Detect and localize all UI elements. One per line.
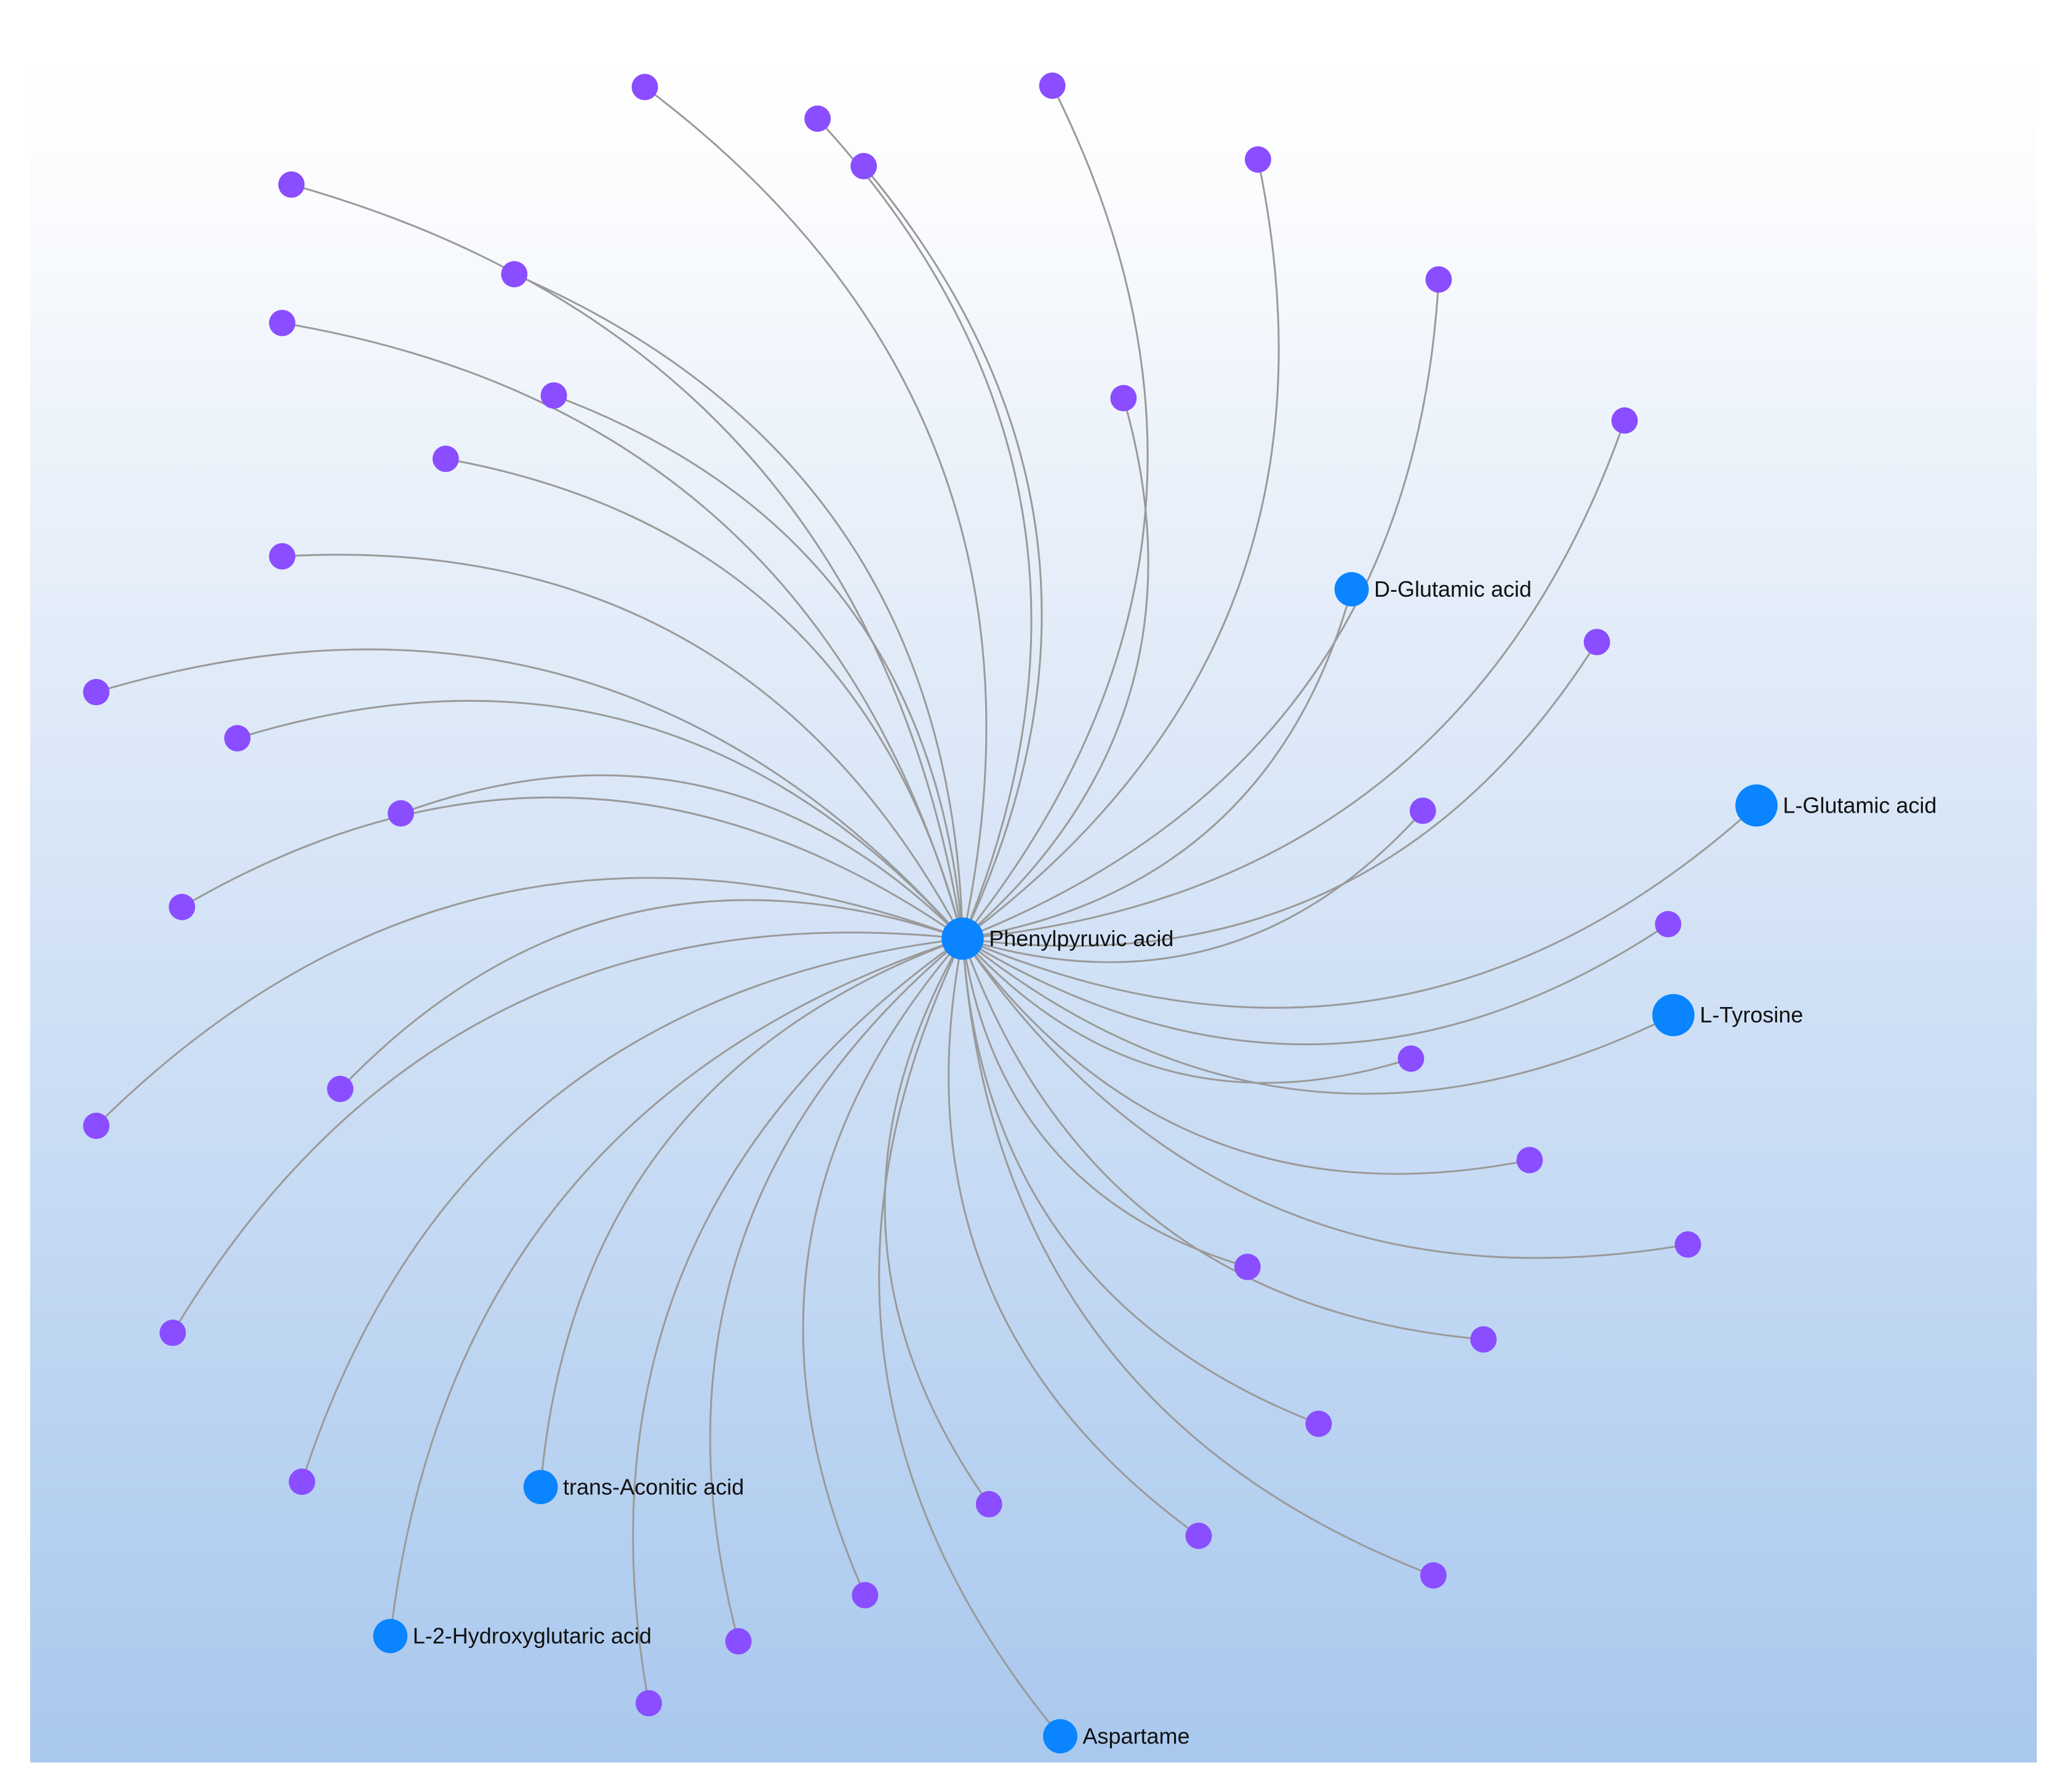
center-node[interactable] <box>941 917 984 960</box>
labeled-node-label-3: trans-Aconitic acid <box>563 1474 744 1499</box>
labeled-node-label-4: L-2-Hydroxyglutaric acid <box>413 1623 652 1648</box>
edge-19 <box>339 899 963 1090</box>
edge-42 <box>878 938 1061 1737</box>
edge-18 <box>962 938 1412 1084</box>
edge-16 <box>181 796 964 940</box>
edge-15 <box>962 810 1424 963</box>
edge-21 <box>961 938 1248 1268</box>
unlabeled-node-35[interactable] <box>1305 1411 1332 1437</box>
unlabeled-node-36[interactable] <box>804 105 831 132</box>
unlabeled-node-10[interactable] <box>1611 407 1638 434</box>
unlabeled-node-11[interactable] <box>269 543 296 570</box>
edge-28 <box>961 938 1434 1577</box>
unlabeled-node-6[interactable] <box>1425 266 1452 293</box>
unlabeled-node-9[interactable] <box>432 445 459 472</box>
labeled-node-1[interactable] <box>1735 784 1778 827</box>
edge-38 <box>962 805 1757 1009</box>
edge-14 <box>400 774 964 939</box>
unlabeled-node-19[interactable] <box>327 1075 354 1102</box>
edge-20 <box>95 877 963 1127</box>
edge-2 <box>291 183 964 939</box>
unlabeled-node-20[interactable] <box>83 1112 110 1139</box>
edge-7 <box>282 322 964 939</box>
edge-4 <box>962 159 1280 940</box>
center-node-label: Phenylpyruvic acid <box>989 926 1173 951</box>
unlabeled-node-18[interactable] <box>1397 1045 1425 1072</box>
labeled-node-4[interactable] <box>373 1619 408 1654</box>
unlabeled-node-23[interactable] <box>159 1320 186 1347</box>
edge-26 <box>884 938 990 1505</box>
edge-8 <box>962 397 1149 939</box>
edge-37 <box>962 589 1353 940</box>
unlabeled-node-27[interactable] <box>1185 1523 1212 1550</box>
labeled-node-5[interactable] <box>1043 1719 1077 1754</box>
edge-17 <box>962 923 1669 1046</box>
unlabeled-node-4[interactable] <box>1244 146 1271 173</box>
unlabeled-node-14[interactable] <box>388 800 414 827</box>
edge-35 <box>961 938 1319 1425</box>
edge-39 <box>962 938 1674 1095</box>
edge-25 <box>301 938 963 1483</box>
labeled-node-3[interactable] <box>523 1470 558 1505</box>
unlabeled-node-3[interactable] <box>850 153 877 180</box>
edge-31 <box>709 938 964 1642</box>
edge-3 <box>863 165 1043 939</box>
unlabeled-node-13[interactable] <box>83 679 110 706</box>
edge-6 <box>962 279 1440 940</box>
unlabeled-node-8[interactable] <box>1110 384 1137 412</box>
unlabeled-node-26[interactable] <box>975 1491 1002 1518</box>
unlabeled-node-15[interactable] <box>1409 797 1436 824</box>
edge-34 <box>237 699 964 939</box>
edge-33 <box>553 394 964 939</box>
unlabeled-node-5[interactable] <box>501 261 528 288</box>
unlabeled-node-34[interactable] <box>224 725 251 752</box>
edge-13 <box>96 648 964 939</box>
unlabeled-node-2[interactable] <box>278 171 305 198</box>
edge-40 <box>540 938 963 1487</box>
edge-27 <box>948 938 1199 1537</box>
labeled-node-label-1: L-Glutamic acid <box>1783 792 1936 818</box>
unlabeled-node-17[interactable] <box>1655 910 1682 938</box>
edge-1 <box>962 85 1149 939</box>
unlabeled-node-22[interactable] <box>1674 1231 1701 1258</box>
unlabeled-node-29[interactable] <box>852 1582 879 1609</box>
labeled-node-label-0: D-Glutamic acid <box>1374 576 1532 602</box>
edge-41 <box>389 938 963 1636</box>
edge-10 <box>962 420 1626 940</box>
unlabeled-node-28[interactable] <box>1420 1562 1447 1589</box>
unlabeled-node-30[interactable] <box>635 1690 662 1717</box>
edge-9 <box>446 458 964 939</box>
edge-5 <box>514 273 964 939</box>
edge-29 <box>802 938 964 1596</box>
labeled-node-label-5: Aspartame <box>1082 1723 1189 1748</box>
unlabeled-node-7[interactable] <box>269 309 296 336</box>
edge-0 <box>644 86 988 939</box>
edge-36 <box>817 117 1033 939</box>
edge-22 <box>962 938 1688 1259</box>
unlabeled-node-33[interactable] <box>540 382 567 409</box>
unlabeled-node-21[interactable] <box>1234 1253 1261 1280</box>
unlabeled-node-24[interactable] <box>1470 1326 1497 1353</box>
unlabeled-node-12[interactable] <box>1583 629 1610 656</box>
labeled-node-0[interactable] <box>1334 572 1369 607</box>
edge-11 <box>282 554 964 939</box>
edge-12 <box>962 641 1598 947</box>
unlabeled-node-1[interactable] <box>1039 72 1066 99</box>
edge-32 <box>962 938 1530 1175</box>
unlabeled-node-16[interactable] <box>169 893 196 920</box>
unlabeled-node-25[interactable] <box>289 1468 316 1495</box>
edge-30 <box>632 938 964 1704</box>
unlabeled-node-32[interactable] <box>1516 1147 1543 1174</box>
edges-layer <box>95 85 1757 1737</box>
edge-24 <box>961 938 1484 1340</box>
edge-23 <box>172 931 963 1334</box>
labeled-node-2[interactable] <box>1652 994 1695 1037</box>
unlabeled-node-31[interactable] <box>725 1628 752 1655</box>
labeled-node-label-2: L-Tyrosine <box>1700 1002 1803 1027</box>
unlabeled-node-0[interactable] <box>631 74 658 100</box>
